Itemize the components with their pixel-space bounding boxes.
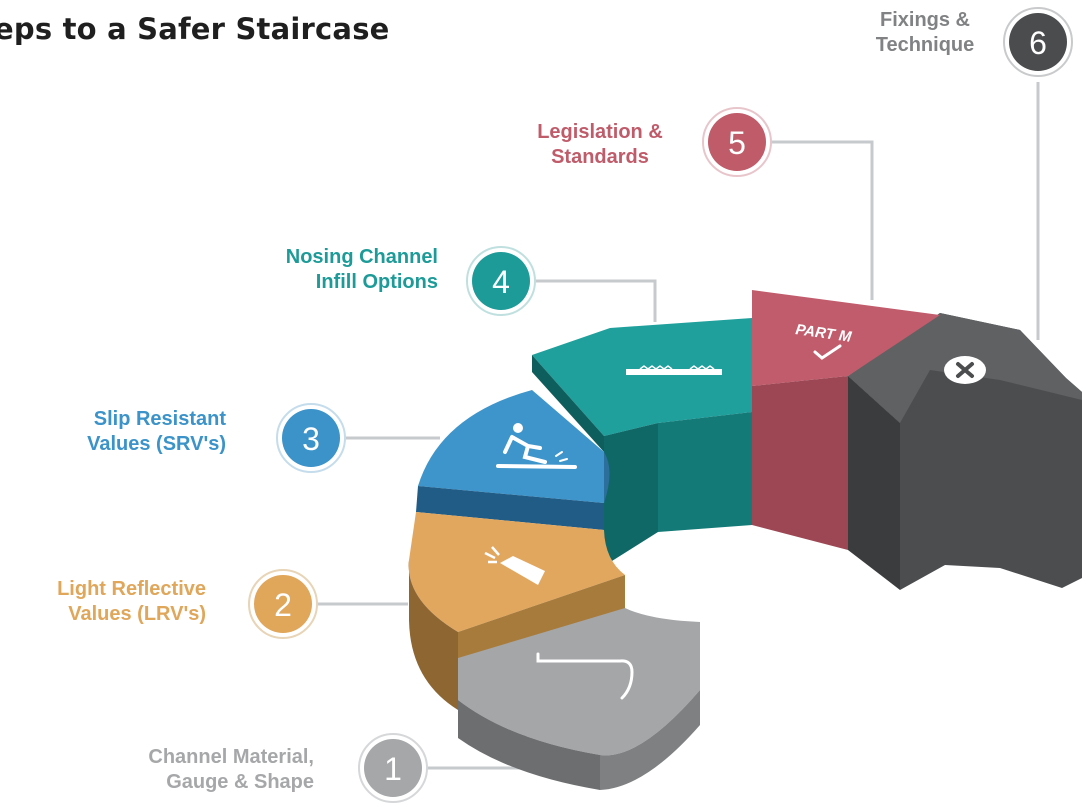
step-2-label-line2: Values (LRV's) bbox=[68, 603, 206, 625]
step-6-label-line2: Technique bbox=[875, 34, 975, 56]
badge-4: 4 bbox=[466, 246, 536, 316]
slipping-person-icon bbox=[496, 423, 577, 469]
badge-4-number: 4 bbox=[492, 264, 510, 300]
infill-strip-icon bbox=[626, 365, 722, 375]
step-5-label: Legislation & Standards bbox=[500, 120, 700, 170]
step-1-label: Channel Material, Gauge & Shape bbox=[60, 745, 314, 795]
step-4-label: Nosing Channel Infill Options bbox=[200, 245, 438, 295]
flashlight-icon bbox=[484, 546, 545, 585]
badge-5-number: 5 bbox=[728, 125, 746, 161]
badge-3-number: 3 bbox=[302, 421, 320, 457]
badge-1: 1 bbox=[358, 733, 428, 803]
step-1-label-line2: Gauge & Shape bbox=[166, 771, 314, 793]
badge-3: 3 bbox=[276, 403, 346, 473]
step-3-label-line2: Values (SRV's) bbox=[87, 433, 226, 455]
step-4-label-line2: Infill Options bbox=[315, 271, 438, 293]
connector-line-5 bbox=[771, 140, 874, 300]
step-3-label: Slip Resistant Values (SRV's) bbox=[20, 407, 226, 457]
step-4-label-line1: Nosing Channel bbox=[285, 246, 438, 268]
nosing-profile-icon bbox=[536, 652, 634, 700]
step-5-label-line1: Legislation & bbox=[537, 121, 663, 143]
badge-6: 6 bbox=[1003, 7, 1073, 77]
step-5-label-line2: Standards bbox=[551, 146, 649, 168]
segment-1-channel-material bbox=[458, 608, 700, 790]
screw-icon bbox=[944, 356, 986, 384]
connector-lines bbox=[316, 82, 1040, 770]
step-2-label: Light Reflective Values (LRV's) bbox=[0, 577, 206, 627]
step-3-label-line1: Slip Resistant bbox=[93, 408, 226, 430]
badge-5: 5 bbox=[702, 107, 772, 177]
connector-line-4 bbox=[534, 279, 657, 322]
badge-1-number: 1 bbox=[384, 751, 402, 787]
segment-6-fixings bbox=[848, 313, 1082, 590]
step-2-label-line1: Light Reflective bbox=[57, 578, 206, 600]
step-6-label: Fixings & Technique bbox=[855, 8, 995, 58]
badge-2: 2 bbox=[248, 569, 318, 639]
badge-6-number: 6 bbox=[1029, 25, 1047, 61]
step-1-label-line1: Channel Material, bbox=[148, 746, 314, 768]
segment-5-legislation bbox=[752, 290, 940, 550]
step-6-label-line1: Fixings & bbox=[879, 9, 970, 31]
badge-2-number: 2 bbox=[274, 587, 292, 623]
segment-4-nosing-infill bbox=[532, 318, 752, 566]
diagram-title: eps to a Safer Staircase bbox=[0, 12, 390, 46]
segment-3-slip-resistant bbox=[416, 390, 610, 566]
